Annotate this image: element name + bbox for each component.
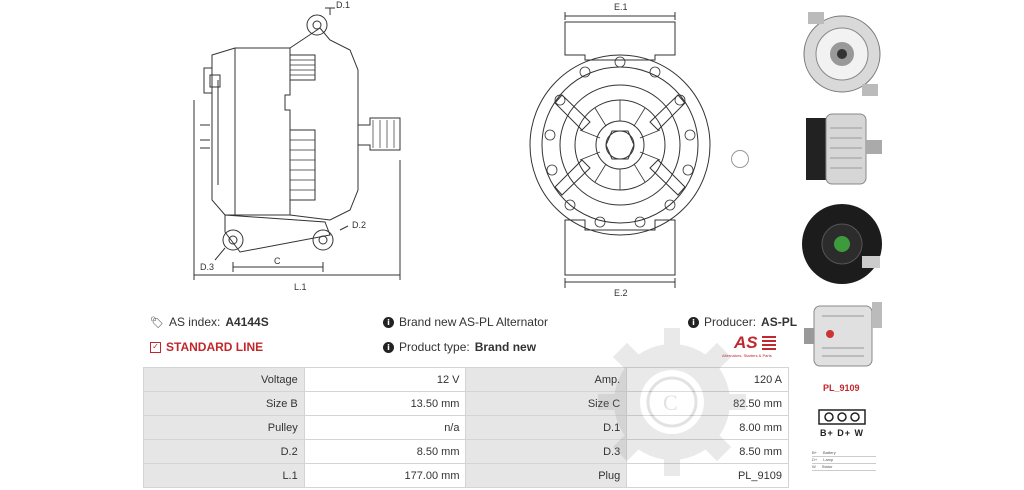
as-logo: AS Alternators, Starters & Parts <box>722 333 792 361</box>
spec-value: 13.50 mm <box>303 391 467 416</box>
plug-terminals: B+ D+ W <box>820 428 865 438</box>
label-d2: D.2 <box>352 220 366 230</box>
product-type-line: i Product type: Brand new <box>383 340 536 354</box>
producer-line: i Producer: AS-PL <box>688 315 797 329</box>
as-index-label: AS index: <box>168 315 221 329</box>
legend-code: B+ <box>812 450 818 455</box>
logo-text: AS <box>734 333 758 352</box>
as-index-value: A4144S <box>225 315 269 329</box>
legend-code: D+ <box>812 457 818 462</box>
view-selector[interactable] <box>731 150 749 168</box>
product-type-value: Brand new <box>474 340 537 354</box>
legend-desc: Stator <box>821 464 833 469</box>
spec-key: Voltage <box>143 367 305 392</box>
spec-key: Size B <box>143 391 305 416</box>
spec-value: n/a <box>303 415 467 440</box>
legend-code: W <box>812 464 816 469</box>
spec-value: 12 V <box>303 367 467 392</box>
info-icon: i <box>688 316 699 328</box>
spec-value: 8.00 mm <box>626 415 789 440</box>
product-thumbnail-1[interactable] <box>800 4 886 104</box>
legend-desc: Battery <box>823 450 836 455</box>
svg-text:C: C <box>663 390 678 415</box>
label-d3: D.3 <box>200 262 214 272</box>
label-c: C <box>274 256 281 266</box>
standard-line-badge: ✓ STANDARD LINE <box>150 340 263 354</box>
side-view-drawing: D.1 D.2 D.3 C L.1 <box>193 0 401 292</box>
spec-value: 8.50 mm <box>626 439 789 464</box>
spec-key: Amp. <box>465 367 628 392</box>
checkbox-icon: ✓ <box>150 341 161 353</box>
spec-key: D.3 <box>465 439 628 464</box>
product-type-label: Product type: <box>399 340 470 354</box>
logo-subtitle: Alternators, Starters & Parts <box>722 353 772 358</box>
watermark-gear: C <box>598 328 746 476</box>
spec-value: 8.50 mm <box>303 439 467 464</box>
spec-value: PL_9109 <box>626 463 789 488</box>
standard-line-text: STANDARD LINE <box>166 340 264 354</box>
legend-desc: Lamp <box>823 457 834 462</box>
product-thumbnail-2[interactable] <box>800 108 886 190</box>
spec-key: Plug <box>465 463 628 488</box>
as-index-line: 🏷 AS index: A4144S <box>150 315 269 329</box>
brand-text: Brand new AS-PL Alternator <box>399 315 548 329</box>
spec-key: Pulley <box>143 415 305 440</box>
plug-connector-icon <box>818 409 866 425</box>
spec-key: L.1 <box>143 463 305 488</box>
spec-row: Size B13.50 mmSize C82.50 mm <box>143 391 789 416</box>
label-l1: L.1 <box>294 282 307 292</box>
info-icon: i <box>383 316 394 328</box>
producer-value: AS-PL <box>761 315 798 329</box>
front-view-drawing: E.1 E.2 <box>529 2 711 298</box>
producer-label: Producer: <box>704 315 757 329</box>
spec-key: D.2 <box>143 439 305 464</box>
legend-row: D+ Lamp <box>812 457 876 464</box>
spec-value: 177.00 mm <box>303 463 467 488</box>
legend-row: W Stator <box>812 464 876 471</box>
spec-value: 82.50 mm <box>626 391 789 416</box>
legend-row: B+ Battery <box>812 450 876 457</box>
label-d1: D.1 <box>336 0 350 10</box>
product-thumbnail-3[interactable] <box>800 196 886 292</box>
spec-key: D.1 <box>465 415 628 440</box>
label-e1: E.1 <box>614 2 628 12</box>
label-e2: E.2 <box>614 288 628 298</box>
info-icon: i <box>383 341 394 353</box>
product-thumbnail-4[interactable] <box>800 298 886 374</box>
plug-label: PL_9109 <box>823 383 860 393</box>
tag-icon: 🏷 <box>150 315 164 329</box>
brand-line: i Brand new AS-PL Alternator <box>383 315 548 329</box>
